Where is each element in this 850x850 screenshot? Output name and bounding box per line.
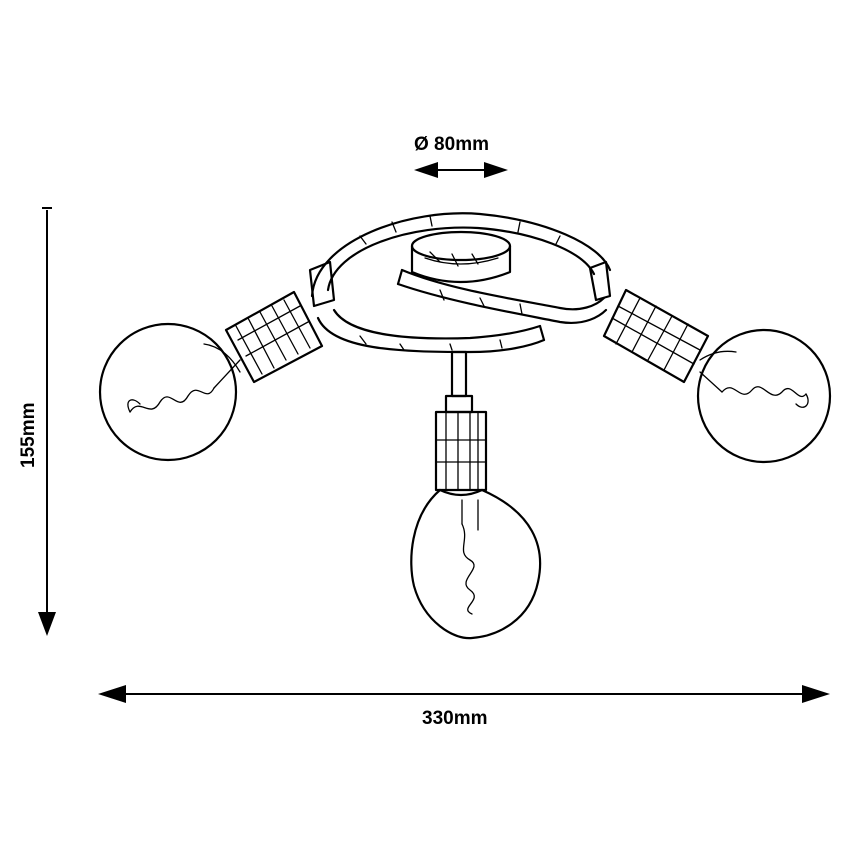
- diameter-dimension-arrow: [414, 162, 508, 178]
- spiral-arm: [308, 212, 612, 354]
- diameter-label: Ø 80mm: [414, 134, 489, 155]
- height-dimension-line: [38, 207, 56, 636]
- width-dimension-line: [98, 685, 830, 703]
- width-label: 330mm: [422, 708, 488, 729]
- ceiling-canopy: [410, 230, 512, 284]
- height-label: 155mm: [18, 402, 39, 469]
- right-lamp: [602, 288, 832, 464]
- center-lamp: [410, 350, 542, 640]
- left-lamp: [98, 290, 324, 462]
